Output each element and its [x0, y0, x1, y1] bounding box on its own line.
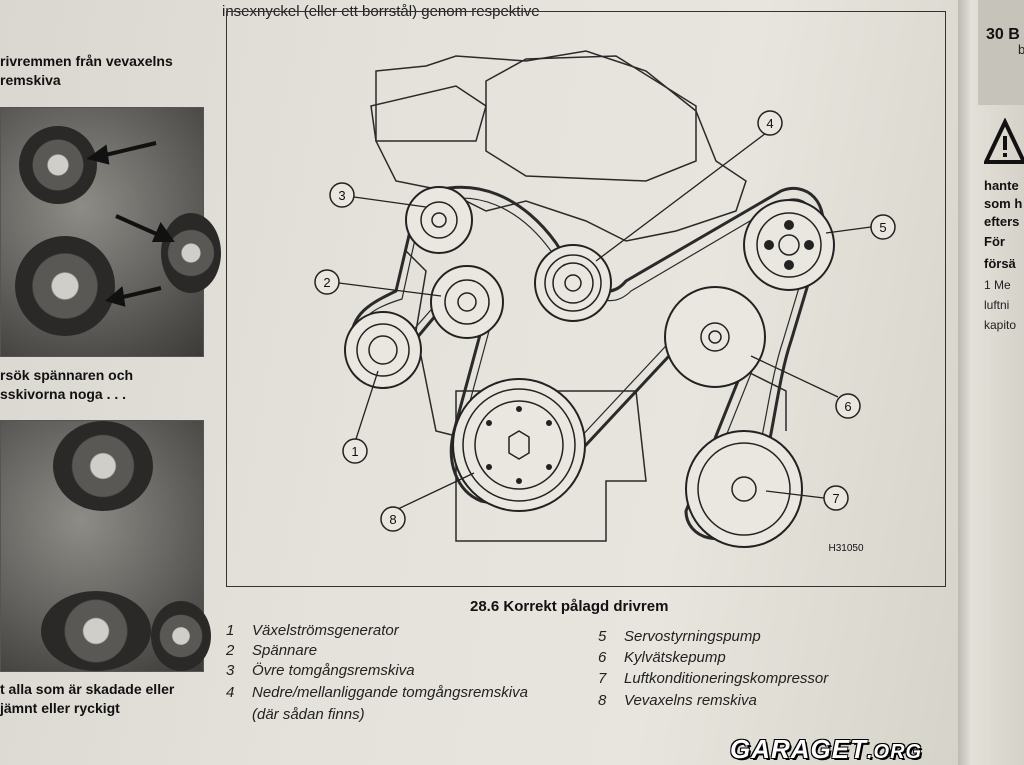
- crankshaft-pulley: [452, 378, 586, 512]
- belt-diagram: 1 2 3 4 5 6 7 8 H31050: [314, 50, 896, 554]
- photo-pulley: [53, 421, 153, 511]
- right-header-box: [978, 0, 1024, 105]
- right-warn-line: som h: [984, 196, 1023, 211]
- ac-compressor-pulley: [685, 430, 803, 548]
- alternator-pulley: [344, 311, 422, 389]
- legend-num: 5: [598, 628, 607, 645]
- callout-7: 7: [832, 491, 839, 506]
- caption-line: jämnt eller ryckigt: [0, 700, 120, 716]
- right-warn-line: efters: [984, 214, 1020, 229]
- right-warn-line: hante: [984, 178, 1019, 193]
- legend-text: Övre tomgångsremskiva: [252, 662, 415, 679]
- legend-num: 6: [598, 649, 607, 666]
- right-header: 30 B: [986, 26, 1020, 43]
- tensioner-pulley: [430, 265, 504, 339]
- callout-2: 2: [323, 275, 330, 290]
- legend-item: 4 Nedre/mellanliggande tomgångsremskiva: [226, 684, 528, 701]
- legend-text: Luftkonditioneringskompressor: [624, 670, 829, 687]
- legend-subnote: (där sådan finns): [252, 706, 365, 723]
- intake: [370, 85, 487, 142]
- callout-1: 1: [351, 444, 358, 459]
- legend-item: 7 Luftkonditioneringskompressor: [598, 670, 828, 687]
- photo-tensioner: [0, 107, 221, 357]
- callout-6: 6: [844, 399, 851, 414]
- right-body-line: luftni: [984, 298, 1010, 312]
- legend-item: 3 Övre tomgångsremskiva: [226, 662, 415, 679]
- caption-line: sskivorna noga . . .: [0, 386, 127, 402]
- legend-text: Vevaxelns remskiva: [624, 692, 757, 709]
- legend-num: 4: [226, 684, 235, 701]
- caption-line: remskiva: [0, 72, 61, 88]
- legend-item: 1 Växelströmsgenerator: [226, 622, 399, 639]
- photo-pulley: [19, 126, 97, 204]
- caption-line: rivremmen från vevaxelns: [0, 53, 173, 69]
- watermark-tld: .ORG: [867, 741, 923, 763]
- coolant-pump-pulley: [664, 286, 766, 388]
- lower-idler-pulley: [534, 244, 612, 322]
- legend-text: Växelströmsgenerator: [252, 622, 399, 639]
- left-caption-3: t alla som är skadade eller jämnt eller …: [0, 680, 174, 718]
- diagram-frame: [226, 11, 946, 587]
- photo-pulleys: [0, 420, 211, 672]
- photo-arrows: [86, 141, 175, 307]
- legend-item: 2 Spännare: [226, 642, 317, 659]
- legend-text: Spännare: [252, 642, 318, 659]
- callout-8: 8: [389, 512, 396, 527]
- legend-num: 2: [226, 642, 235, 659]
- legend-text: Servostyrningspump: [624, 628, 761, 645]
- photo-pulley: [41, 591, 151, 671]
- manual-page: insexnyckel (eller ett borrstål) genom r…: [0, 0, 960, 765]
- left-caption-2: rsök spännaren och sskivorna noga . . .: [0, 366, 133, 404]
- engine-cover: [485, 55, 697, 182]
- bracket: [745, 370, 787, 431]
- legend-num: 3: [226, 662, 235, 679]
- upper-idler-pulley: [405, 186, 473, 254]
- watermark-main: GARAGET: [730, 734, 867, 764]
- right-header-2: b: [1018, 42, 1024, 57]
- legend-item: 5 Servostyrningspump: [598, 628, 761, 645]
- figure-title: 28.6 Korrekt pålagd drivrem: [470, 598, 669, 615]
- warning-icon: [984, 118, 1024, 164]
- photo-pulley: [15, 236, 115, 336]
- caption-line: rsök spännaren och: [0, 367, 134, 383]
- right-warn-line: För: [984, 234, 1005, 249]
- callout-3: 3: [338, 188, 345, 203]
- photo-pulley: [151, 601, 211, 671]
- figure-code: H31050: [828, 543, 863, 554]
- left-caption-1: rivremmen från vevaxelns remskiva: [0, 52, 173, 90]
- watermark-logo: GARAGET.ORG: [730, 734, 922, 765]
- legend-text: Kylvätskepump: [624, 649, 726, 666]
- callout-4: 4: [766, 116, 773, 131]
- legend-item: 6 Kylvätskepump: [598, 649, 726, 666]
- photo-pulley: [161, 213, 221, 293]
- right-body-line: kapito: [984, 318, 1017, 332]
- right-warn-line: försä: [984, 256, 1016, 271]
- legend-item: 8 Vevaxelns remskiva: [598, 692, 757, 709]
- legend-num: 8: [598, 692, 607, 709]
- caption-line: t alla som är skadade eller: [0, 681, 175, 697]
- legend-num: 1: [226, 622, 235, 639]
- callout-5: 5: [879, 220, 886, 235]
- right-page: 30 B b hante som h efters För försä 1 Me…: [958, 0, 1024, 765]
- legend-text: Nedre/mellanliggande tomgångsremskiva: [252, 684, 528, 701]
- right-body-line: 1 Me: [984, 278, 1011, 292]
- legend-num: 7: [598, 670, 607, 687]
